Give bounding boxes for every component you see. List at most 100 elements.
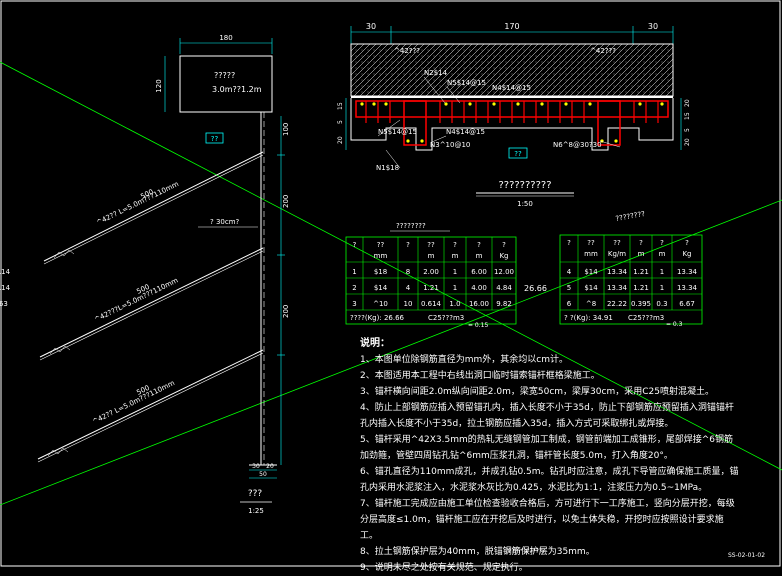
sec-left-mark: ^42??? [394,47,420,55]
tr-footer-sup: = 0.3 [666,321,683,328]
sec-label-n2: N2$14 [424,69,448,77]
tr-header-cell: ? [660,239,664,247]
tr-table-cell: 13.34 [607,284,628,292]
sec-title: ?????????? [498,180,551,191]
tr-header-cell: ? [685,239,689,247]
tl-table-cell: 1 [453,284,457,292]
tr-table-cell: 13.34 [607,268,628,276]
sec-label-n5a: N5$14@15 [447,79,486,87]
tl-table-cell: 2 [352,284,356,292]
tr-footer-left: ? ?(Kg): 34.91 [564,314,613,322]
sec-soil [350,43,674,97]
tr-table-cell: 16.14 [0,284,11,292]
drawing-number: SS-02-01-02 [728,552,765,559]
note-item: 3、锚杆横向间距2.0m纵向间距2.0m，梁宽50cm，梁厚30cm，采用C25… [360,387,714,397]
sec-tag: ?? [514,150,522,158]
soil-nail-1: 500 ^42?? L=5.0m???110mm [43,151,264,265]
tr-table-cell: 16.14 [0,268,11,276]
note-item: 6、锚孔直径为110mm成孔，并成孔钻0.5m。钻孔时应注意，成孔下导管应确保施… [360,467,739,493]
nail-label-1: ^42?? L=5.0m???110mm [95,180,180,227]
tl-table-cell: ^10 [373,300,388,308]
tl-footer-right: C25???m3 [428,314,464,322]
tr-table-cell: 6.67 [679,300,695,308]
tl-table-cell: $14 [374,284,388,292]
tl-title: ???????? [396,222,426,230]
sec-left-dim-2: 5 [337,120,344,124]
tl-header-cell: ?? [377,241,385,249]
tl-table-cell: 6.00 [471,268,487,276]
tr-header-unit: m [638,250,645,258]
elev-scale: 1:25 [248,507,264,515]
tl-header-cell: ?? [427,241,435,249]
tr-header-cell: ?? [587,239,595,247]
tl-table-cell: 2.00 [423,268,439,276]
tr-table-cell: 1.21 [633,284,649,292]
sec-label-n3: N3^10@10 [430,141,470,149]
tl-header-cell: ? [453,241,457,249]
elev-width-dim: 180 [219,34,232,42]
tl-header-unit: m [476,252,483,260]
tr-header-unit: m [659,250,666,258]
elev-box-line2: 3.0m??1.2m [212,85,262,94]
tl-header-cell: ? [477,241,481,249]
tl-header-cell: ? [406,241,410,249]
tl-table-cell: 1.0 [449,300,460,308]
tr-table-cell: 2.63 [0,300,8,308]
tl-table-cell: 4.84 [496,284,512,292]
tl-footer-left: ????(Kg): 26.66 [350,314,405,322]
tr-header-cell: ? [567,239,571,247]
sec-right-dim-3: 5 [684,128,691,132]
elevation-view: 180 120 ????? 3.0m??1.2m ?? ? 30cm? 100 … [155,34,290,515]
elev-box-line1: ????? [214,71,235,80]
tl-table-cell: 0.614 [421,300,442,308]
tr-table-cell: 0.3 [656,300,667,308]
tl-table-cell: 1.21 [423,284,439,292]
elev-spacing-label: ? 30cm? [210,218,240,226]
sec-top-dim-1: 30 [366,22,376,31]
tr-table-cell: $14 [584,268,598,276]
tl-table-cell: 9.82 [496,300,512,308]
elev-height-dim: 120 [155,79,163,92]
elev-title: ??? [248,489,263,499]
tr-table-cell: $14 [584,284,598,292]
sec-label-n5b: N5$14@15 [378,128,417,136]
sec-top-dim-2: 170 [504,22,519,31]
sec-right-mark: ^42??? [590,47,616,55]
tr-header-unit: Kg [682,250,691,258]
tr-header-cell: ?? [613,239,621,247]
sec-right-dim-2: 15 [684,112,691,120]
tl-table-cell: 10 [404,300,413,308]
tr-table-cell: 5 [567,284,571,292]
table-right: ???????? ??? m m?? Kg/m? m? m? Kg 4 $14 13.34 1.2… [0,210,703,328]
sec-left-dim-3: 20 [337,136,344,144]
sec-left-dim-1: 15 [337,102,344,110]
tl-header-cell: ? [502,241,506,249]
tl-table-cell: 4 [406,284,411,292]
tr-header-unit: Kg/m [608,250,626,258]
sec-label-n4a: N4$14@15 [492,84,531,92]
note-item: 4、防止上部钢筋应插入预留锚孔内，插入长度不小于35d，防止下部钢筋应预留插入洞… [360,403,734,429]
tr-header-cell: ? [639,239,643,247]
tl-header-unit: m [428,252,435,260]
tl-side-total: 26.66 [524,284,547,293]
tl-header-unit: Kg [499,252,508,260]
tl-table-cell: 3 [352,300,356,308]
design-notes: 说明： 1、本图单位除钢筋直径为mm外，其余均以cm计。 2、本图适用本工程中右… [360,336,740,576]
tr-footer-right: C25???m3 [628,314,664,322]
tl-table-cell: $18 [374,268,387,276]
elev-bottom-dim-1: 30 [252,463,260,470]
tr-table-cell: 22.22 [607,300,627,308]
soil-nail-2: 500 ^42???L=5.0m???110mm [39,247,264,361]
section-view: 30 170 30 ^42??? ^42??? N2$14 [337,22,691,208]
soil-nail-3: 500 ^42?? L=5.0m???110mm [37,349,264,463]
sec-right-dim-4: 20 [684,138,691,146]
nail-label-2: ^42???L=5.0m???110mm [93,276,179,324]
sec-right-dim-1: 20 [684,99,691,107]
elev-box [179,55,273,113]
green-diagonals [0,61,782,506]
tl-header-unit: m [452,252,459,260]
tr-title: ???????? [615,210,646,223]
